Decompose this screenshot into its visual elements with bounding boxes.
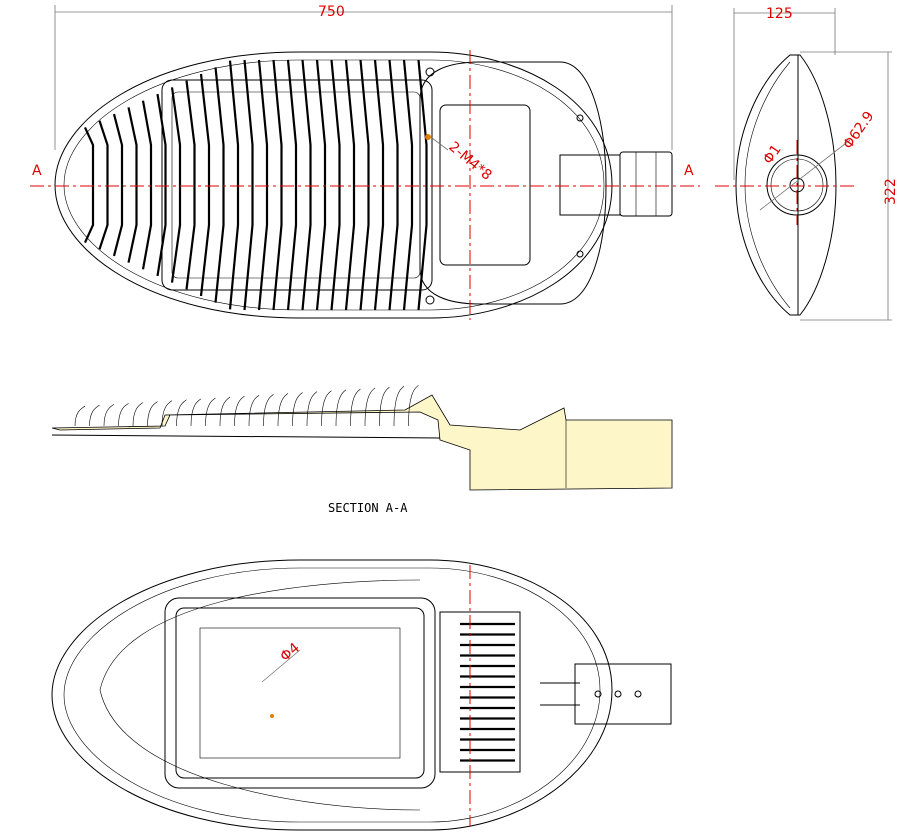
- fin: [315, 59, 327, 311]
- dim-hole-diameter: Φ1: [760, 142, 785, 168]
- section-fin: [335, 389, 347, 427]
- fin: [199, 73, 211, 297]
- fin: [359, 59, 370, 311]
- fin: [112, 113, 124, 257]
- fin: [257, 59, 269, 311]
- fin: [228, 60, 240, 310]
- fin: [330, 59, 341, 311]
- fin: [286, 59, 298, 311]
- fin: [301, 59, 312, 311]
- section-fin: [364, 387, 376, 427]
- section-fin: [393, 385, 405, 427]
- dim-pipe-diameter: Φ62.9: [840, 109, 877, 153]
- section-fin: [350, 388, 361, 427]
- fin: [417, 59, 428, 311]
- section-fin: [306, 391, 318, 427]
- fin: [388, 59, 399, 311]
- section-view: SECTION A-A: [51, 385, 673, 515]
- top-view: 750 A A 2-M4*8: [30, 4, 700, 320]
- fin: [83, 126, 95, 244]
- section-fin: [89, 404, 100, 427]
- section-fin: [161, 400, 173, 427]
- fin: [98, 120, 109, 250]
- fin: [170, 87, 182, 283]
- bottom-view: Φ4: [51, 559, 672, 831]
- section-fin: [147, 401, 158, 427]
- fin: [344, 59, 356, 311]
- driver-heat-sink: [460, 622, 515, 762]
- section-fin: [190, 398, 202, 427]
- fin: [156, 93, 167, 277]
- dim-end-width: 125: [766, 6, 793, 22]
- section-fin: [277, 393, 289, 427]
- section-fin: [219, 396, 231, 427]
- heat-sink-fins: [83, 59, 428, 311]
- fin: [141, 100, 153, 270]
- section-fin: [205, 397, 216, 427]
- fin: [373, 59, 385, 311]
- section-fin: [103, 403, 115, 427]
- fin: [185, 80, 196, 290]
- end-view: 125 322 Φ62.9 Φ1: [715, 6, 899, 321]
- section-fin: [234, 395, 245, 427]
- fin: [272, 59, 283, 311]
- section-marker-left: A: [32, 163, 42, 179]
- dim-length: 750: [318, 4, 345, 20]
- section-fin: [321, 390, 332, 427]
- section-fin: [263, 394, 274, 427]
- section-title: SECTION A-A: [328, 501, 408, 515]
- section-marker-right: A: [684, 163, 694, 179]
- section-fin: [132, 402, 144, 427]
- fin: [214, 67, 225, 303]
- section-fin: [74, 405, 86, 427]
- dim-led-hole: Φ4: [277, 640, 303, 665]
- section-fin: [292, 392, 303, 427]
- section-fin: [118, 403, 129, 427]
- section-fin: [248, 394, 260, 427]
- section-fin: [408, 385, 419, 427]
- section-fin: [379, 386, 390, 427]
- fin: [402, 59, 414, 311]
- section-fins: [74, 385, 419, 427]
- fin: [127, 107, 138, 263]
- dim-end-height: 322: [883, 178, 899, 205]
- section-fin: [176, 399, 187, 427]
- fin: [243, 59, 254, 311]
